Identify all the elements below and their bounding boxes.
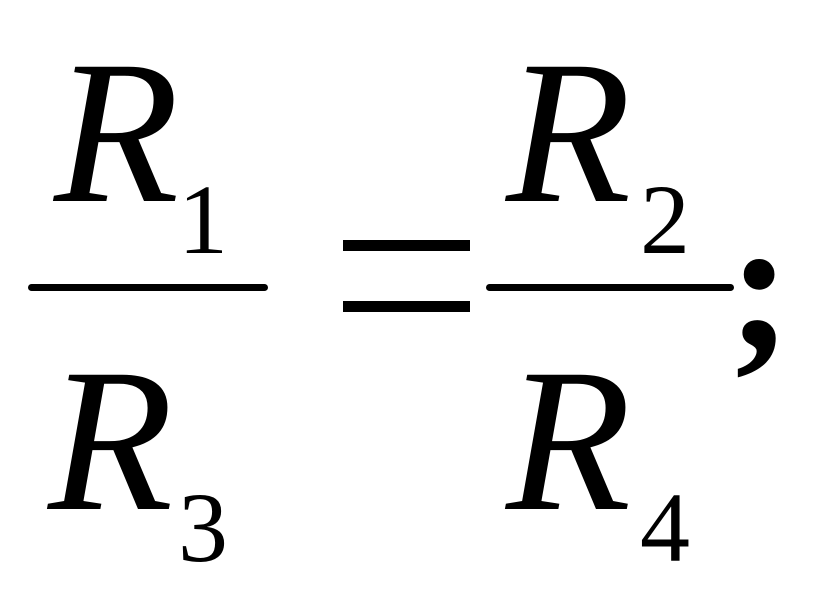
- semicolon: ;: [728, 180, 792, 390]
- equals-text: =: [343, 240, 470, 312]
- right-fraction-bar: [486, 284, 734, 291]
- right-denominator-subscript: 4: [640, 472, 690, 583]
- right-numerator-subscript: 2: [640, 164, 690, 275]
- left-numerator-subscript: 1: [178, 164, 228, 275]
- left-fraction-bar: [28, 284, 268, 291]
- equals-bottom-bar: [343, 301, 470, 312]
- left-numerator-symbol: R: [54, 19, 180, 246]
- left-denominator-subscript: 3: [178, 472, 228, 583]
- left-denominator-symbol: R: [48, 327, 174, 554]
- right-numerator-symbol: R: [506, 19, 632, 246]
- equals-top-bar: [343, 240, 470, 251]
- right-denominator-symbol: R: [506, 327, 632, 554]
